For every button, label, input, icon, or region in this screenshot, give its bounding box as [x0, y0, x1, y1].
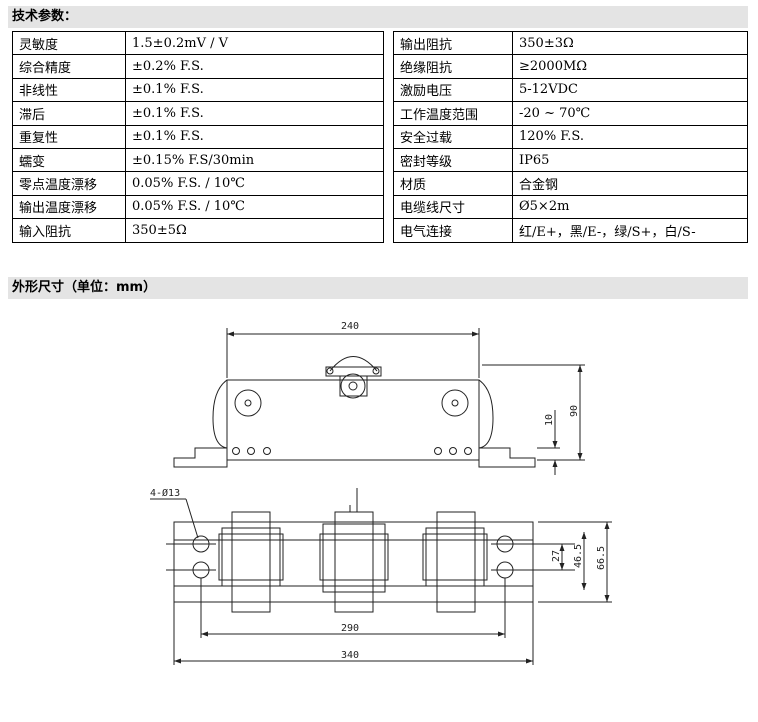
dimension-section-title: 外形尺寸（单位：mm） [8, 277, 748, 299]
spec-row: 电气连接红/E+，黑/E-，绿/S+，白/S- [393, 218, 748, 243]
spec-value: ±0.1% F.S. [125, 101, 384, 126]
spec-value: 1.5±0.2mV / V [125, 30, 384, 56]
spec-value: IP65 [512, 147, 748, 173]
spec-row: 重复性±0.1% F.S. [12, 124, 384, 149]
spec-value: ±0.15% F.S/30min [125, 147, 384, 173]
spec-label: 输入阻抗 [12, 218, 126, 243]
spec-label: 蠕变 [12, 147, 126, 173]
spec-value: 0.05% F.S. / 10℃ [125, 194, 384, 220]
spec-value: Ø5×2m [512, 194, 748, 220]
spec-value: 350±3Ω [512, 30, 748, 56]
front-view [173, 328, 585, 475]
overall-length-label: 340 [341, 650, 359, 661]
top-view [150, 488, 612, 665]
spec-value: ≥2000MΩ [512, 54, 748, 79]
spec-label: 安全过载 [393, 124, 513, 149]
spec-label: 非线性 [12, 77, 126, 103]
spec-label: 激励电压 [393, 77, 513, 103]
spec-label: 灵敏度 [12, 30, 126, 56]
spec-label: 工作温度范围 [393, 101, 513, 126]
dimension-drawing: 240 90 10 4-Ø13 290 340 27 46.5 66.5 [150, 321, 612, 665]
spec-value: 合金钢 [512, 171, 748, 196]
spec-row: 非线性±0.1% F.S. [12, 77, 384, 103]
spec-label: 电气连接 [393, 218, 513, 243]
spec-label: 零点温度漂移 [12, 171, 126, 196]
spec-label: 电缆线尺寸 [393, 194, 513, 220]
spec-value: 5-12VDC [512, 77, 748, 103]
spec-row: 滞后±0.1% F.S. [12, 101, 384, 126]
spec-row: 综合精度±0.2% F.S. [12, 54, 384, 79]
spec-value: 红/E+，黑/E-，绿/S+，白/S- [512, 218, 748, 243]
spec-label: 滞后 [12, 101, 126, 126]
spec-row: 蠕变±0.15% F.S/30min [12, 147, 384, 173]
spec-value: ±0.1% F.S. [125, 77, 384, 103]
spec-label: 重复性 [12, 124, 126, 149]
spec-label: 输出温度漂移 [12, 194, 126, 220]
spec-label: 输出阻抗 [393, 30, 513, 56]
spec-row: 工作温度范围-20 ~ 70℃ [393, 101, 748, 126]
front-base-label: 10 [544, 414, 555, 426]
front-height-label: 90 [569, 405, 580, 417]
spec-row: 材质合金钢 [393, 171, 748, 196]
front-width-label: 240 [341, 321, 359, 332]
spec-value: ±0.1% F.S. [125, 124, 384, 149]
spec-label: 材质 [393, 171, 513, 196]
hole-spec-label: 4-Ø13 [150, 487, 180, 499]
spec-row: 绝缘阻抗≥2000MΩ [393, 54, 748, 79]
spec-label: 密封等级 [393, 147, 513, 173]
width-inner-label: 46.5 [573, 544, 584, 568]
hole-spacing-long-label: 290 [341, 623, 359, 634]
spec-section-title: 技术参数： [8, 6, 748, 28]
spec-value: 350±5Ω [125, 218, 384, 243]
hole-spacing-short-label: 27 [551, 550, 562, 562]
spec-value: 120% F.S. [512, 124, 748, 149]
width-outer-label: 66.5 [596, 546, 607, 570]
spec-value: ±0.2% F.S. [125, 54, 384, 79]
spec-label: 绝缘阻抗 [393, 54, 513, 79]
spec-label: 综合精度 [12, 54, 126, 79]
spec-value: 0.05% F.S. / 10℃ [125, 171, 384, 196]
spec-value: -20 ~ 70℃ [512, 101, 748, 126]
